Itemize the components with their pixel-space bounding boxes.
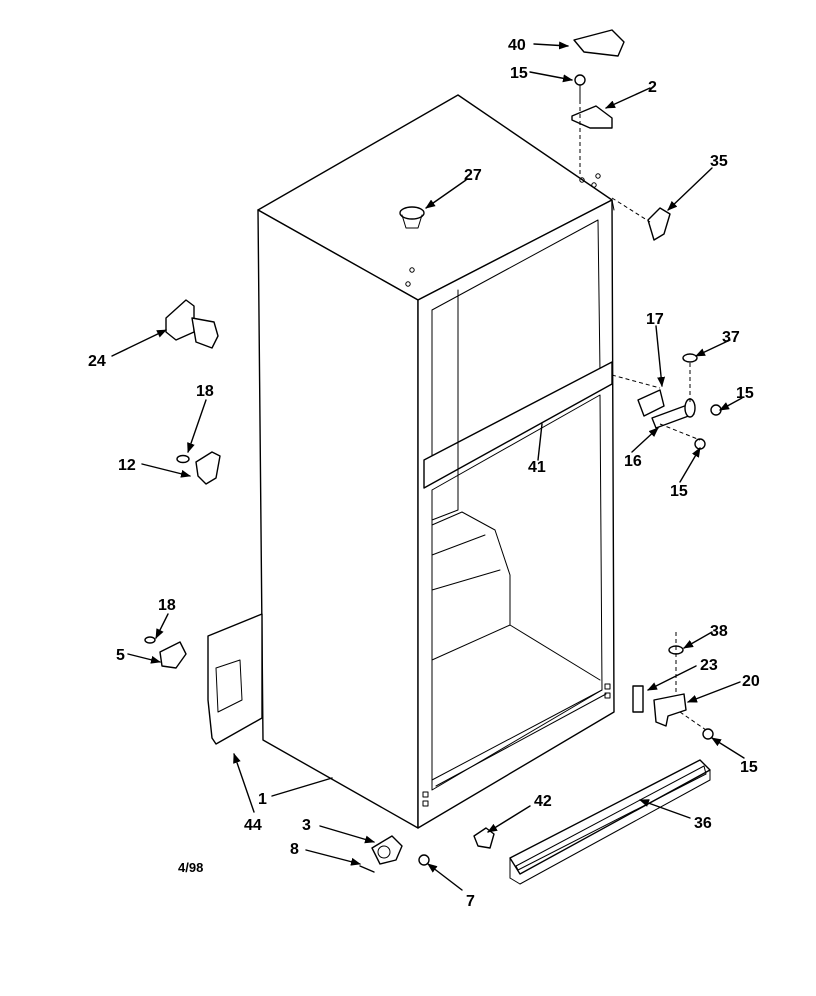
callout-38: 38	[710, 623, 728, 640]
part-12-bracket	[176, 451, 221, 485]
callout-15: 15	[736, 385, 754, 402]
refrigerator-cabinet	[257, 94, 615, 829]
callout-35: 35	[710, 153, 728, 170]
callout-17: 17	[646, 311, 664, 328]
date-code: 4/98	[178, 860, 203, 875]
callout-8: 8	[290, 841, 299, 858]
divider-bar	[423, 361, 613, 489]
part-20-bottom-hinge	[653, 693, 687, 727]
callout-27: 27	[464, 167, 482, 184]
part-38-washer	[668, 632, 684, 700]
callout-3: 3	[302, 817, 311, 834]
part-27-plug	[399, 206, 425, 229]
callout-44: 44	[244, 817, 262, 834]
callout-23: 23	[700, 657, 718, 674]
callout-16: 16	[624, 453, 642, 470]
callout-24: 24	[88, 353, 106, 370]
callout-20: 20	[742, 673, 760, 690]
callout-2: 2	[648, 79, 657, 96]
callout-labels: 40 15 2 35 27 24 18 12 17 37 15 16 15 41…	[88, 37, 760, 910]
part-15-screw-top	[574, 74, 586, 101]
part-2-top-hinge	[571, 100, 613, 176]
callout-36: 36	[694, 815, 712, 832]
part-40-hinge-cover	[573, 29, 625, 57]
part-16-hinge-pin	[651, 398, 696, 429]
callout-42: 42	[534, 793, 552, 810]
part-23-bracket	[632, 685, 644, 713]
leader-lines	[111, 41, 745, 891]
callout-41: 41	[528, 459, 546, 476]
callout-5: 5	[116, 647, 125, 664]
part-44-plate	[207, 613, 263, 745]
callout-12: 12	[118, 457, 136, 474]
callout-18: 18	[158, 597, 176, 614]
part-15-screws-right	[659, 404, 722, 450]
part-5-door-stop	[144, 636, 187, 669]
callout-15: 15	[510, 65, 528, 82]
callout-18: 18	[196, 383, 214, 400]
part-3-roller	[371, 835, 403, 865]
part-15-screw-bottom	[679, 711, 714, 740]
part-37-washer	[682, 353, 698, 404]
part-7-screw	[418, 854, 430, 866]
part-36-toe-grille	[509, 759, 711, 885]
part-35-hinge-pin	[611, 197, 671, 241]
callout-15: 15	[670, 483, 688, 500]
callout-7: 7	[466, 893, 475, 910]
part-17-hinge	[611, 374, 665, 417]
callout-37: 37	[722, 329, 740, 346]
part-8-screw	[359, 865, 375, 873]
callout-15: 15	[740, 759, 758, 776]
callout-40: 40	[508, 37, 526, 54]
part-42-clip	[473, 827, 495, 849]
callout-1: 1	[258, 791, 267, 808]
part-24-door-stop	[165, 299, 219, 349]
